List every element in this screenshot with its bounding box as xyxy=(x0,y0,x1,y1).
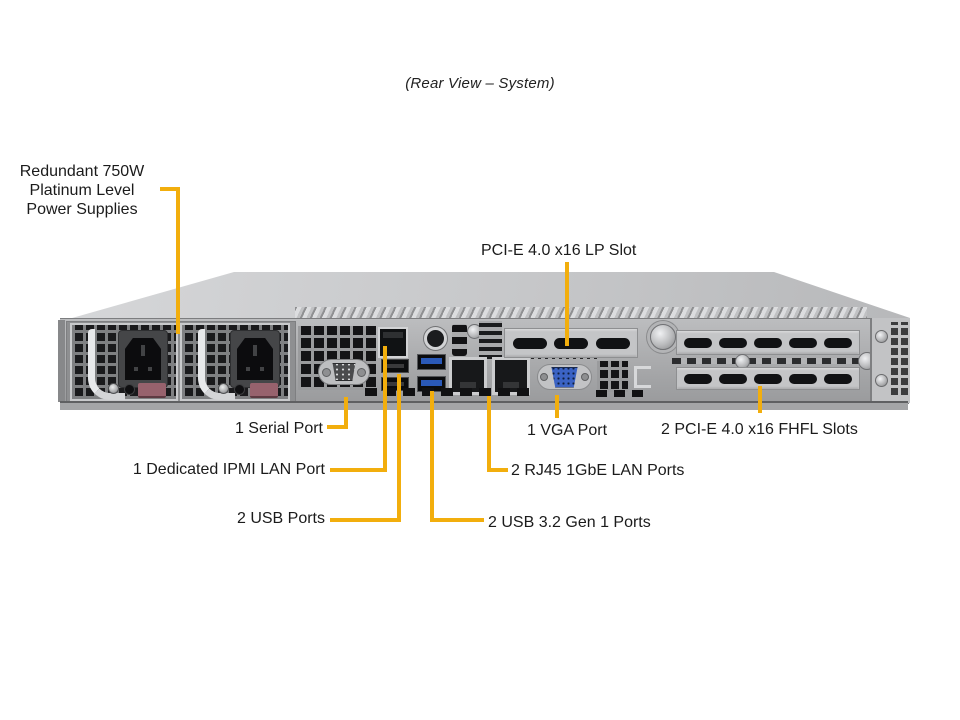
antenna-knockout-hole xyxy=(424,327,447,350)
psu-button xyxy=(234,384,245,395)
bracket-screw-icon xyxy=(650,324,676,350)
power-supply-module-1 xyxy=(70,323,178,401)
slot-vents xyxy=(479,321,502,359)
screw-icon xyxy=(322,367,331,377)
serial-port xyxy=(318,359,370,385)
slot-vent-oval xyxy=(684,337,712,348)
slot-vent-oval xyxy=(719,337,747,348)
chassis-bottom-rail xyxy=(60,401,908,410)
callout-line-psu xyxy=(176,187,180,334)
callout-line-usb32 xyxy=(430,391,434,522)
slot-vent-oval xyxy=(754,337,782,348)
label-psu-line1: Redundant 750W xyxy=(19,163,145,180)
label-psu-line2: Platinum Level xyxy=(29,182,135,199)
callout-line-rj45 xyxy=(487,396,491,472)
callout-line-serial xyxy=(327,425,347,429)
vga-connector-icon xyxy=(551,366,578,388)
callout-line-fhfl xyxy=(758,386,762,413)
usb3-port-icon xyxy=(417,354,446,370)
callout-line-rj45 xyxy=(487,468,508,472)
rivet-icon xyxy=(875,330,888,343)
label-usb-ports: 2 USB Ports xyxy=(236,510,325,527)
slot-vent-oval xyxy=(824,373,852,384)
chassis-right-bracket xyxy=(870,318,910,403)
server-rear-view-illustration xyxy=(58,270,910,412)
label-psu: Redundant 750W Platinum Level Power Supp… xyxy=(6,162,158,219)
callout-line-ipmi xyxy=(330,468,387,472)
psu-button xyxy=(124,384,135,395)
slot-vent-oval xyxy=(595,337,630,349)
label-serial-port: 1 Serial Port xyxy=(234,420,323,437)
callout-line-usb2 xyxy=(397,374,401,522)
vga-port xyxy=(537,364,592,390)
psu-release-latch xyxy=(250,383,278,398)
screw-icon xyxy=(540,373,548,381)
rivet-icon xyxy=(875,374,888,387)
bracket-vent-pattern xyxy=(888,322,909,398)
usb-port-icon xyxy=(381,359,409,373)
callout-line-vga xyxy=(555,395,559,418)
psu-status-led xyxy=(218,383,229,394)
psu-handle xyxy=(88,329,125,400)
pcie-lp-slot xyxy=(504,328,638,358)
usb-port-icon xyxy=(381,377,409,391)
label-psu-line3: Power Supplies xyxy=(26,201,138,218)
slot-vent-oval xyxy=(512,337,547,349)
screw-icon xyxy=(357,367,366,377)
slot-divider-serration xyxy=(672,358,862,364)
bottom-vent-dashes xyxy=(365,388,531,396)
callout-line-lp-slot xyxy=(565,262,569,346)
slot-vent-oval xyxy=(824,337,852,348)
c14-power-inlet-icon xyxy=(125,338,161,380)
chassis-left-wall xyxy=(58,320,65,402)
slot-vent-oval xyxy=(684,373,712,384)
oval-vents xyxy=(452,324,467,356)
usb2-ports xyxy=(381,359,409,393)
bottom-vent-dashes xyxy=(596,390,646,397)
pcie-fhfl-slot-2 xyxy=(676,367,860,390)
callout-line-usb2 xyxy=(330,518,401,522)
slot-vent-oval xyxy=(554,337,588,349)
label-usb32-ports: 2 USB 3.2 Gen 1 Ports xyxy=(488,514,651,531)
callout-line-usb32 xyxy=(430,518,484,522)
callout-line-psu xyxy=(160,187,178,191)
psu-release-latch xyxy=(138,383,166,398)
label-lp-slot: PCI-E 4.0 x16 LP Slot xyxy=(481,242,637,259)
label-rj45-lan-ports: 2 RJ45 1GbE LAN Ports xyxy=(511,462,685,479)
label-vga-port: 1 VGA Port xyxy=(526,422,608,439)
power-supply-module-2 xyxy=(180,323,290,401)
power-inlet-housing xyxy=(230,330,280,388)
metal-clip xyxy=(634,366,651,388)
callout-line-serial xyxy=(344,397,348,429)
label-fhfl-slots: 2 PCI-E 4.0 x16 FHFL Slots xyxy=(661,421,858,438)
slot-vent-oval xyxy=(754,373,782,384)
slot-vent-oval xyxy=(789,373,817,384)
slot-vent-oval xyxy=(789,337,817,348)
pcie-fhfl-slot-1 xyxy=(676,330,860,355)
label-ipmi-lan-port: 1 Dedicated IPMI LAN Port xyxy=(132,461,325,478)
callout-line-ipmi xyxy=(383,346,387,472)
c14-power-inlet-icon xyxy=(237,338,273,380)
power-inlet-housing xyxy=(118,330,168,388)
slot-vent-oval xyxy=(719,373,747,384)
db9-connector-icon xyxy=(332,363,356,381)
screw-icon xyxy=(581,373,589,381)
page-title: (Rear View – System) xyxy=(405,75,555,92)
psu-status-led xyxy=(108,383,119,394)
vent-grid-small xyxy=(597,361,628,392)
psu-handle xyxy=(198,329,235,400)
